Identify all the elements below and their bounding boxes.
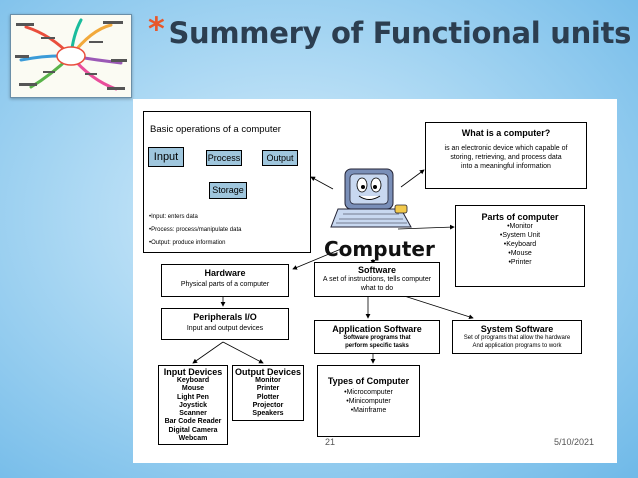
- type-item: •Mainframe: [350, 407, 387, 414]
- system-software-box: System Software Set of programs that all…: [452, 320, 582, 354]
- note-process: •Process: process/manipulate data: [149, 227, 242, 233]
- input-device-item: Scanner: [179, 410, 207, 418]
- hardware-box: Hardware Physical parts of a computer: [161, 264, 289, 297]
- type-item: •Minicomputer: [346, 398, 391, 405]
- app-software-title: Application Software: [332, 324, 422, 334]
- part-item: •Keyboard: [503, 241, 537, 248]
- sys-software-line-1: Set of programs that allow the hardware: [463, 335, 571, 341]
- output-device-item: Monitor: [255, 377, 281, 384]
- output-devices-title: Output Devices: [234, 367, 301, 377]
- input-node: Input: [148, 147, 184, 167]
- what-is-title: What is a computer?: [461, 128, 551, 138]
- part-item: •System Unit: [499, 232, 541, 239]
- input-devices-box: Input Devices Keyboard Mouse Light Pen J…: [158, 365, 228, 445]
- title-bullet: *: [148, 10, 165, 48]
- input-device-item: Bar Code Reader: [164, 418, 222, 426]
- connector-lines: [183, 153, 474, 364]
- what-is-line-3: into a meaningful information: [461, 163, 551, 170]
- what-is-computer-box: What is a computer? is an electronic dev…: [425, 122, 587, 189]
- input-devices-title: Input Devices: [163, 367, 223, 377]
- output-node: Output: [262, 150, 298, 166]
- app-software-line-2: perform specific tasks: [345, 343, 409, 350]
- basic-operations-box: Basic operations of a computer Input Pro…: [143, 111, 311, 253]
- types-of-computer-box: Types of Computer •Microcomputer •Minico…: [317, 365, 420, 437]
- output-device-item: Projector: [252, 401, 284, 409]
- basic-operations-title: Basic operations of a computer: [150, 124, 281, 135]
- hardware-text: Physical parts of a computer: [180, 281, 270, 288]
- app-software-line-1: Software programs that: [343, 335, 411, 341]
- input-device-item: Digital Camera: [168, 426, 218, 434]
- process-node: Process: [206, 150, 242, 166]
- input-device-item: Webcam: [178, 435, 208, 443]
- input-device-item: Joystick: [178, 401, 208, 409]
- application-software-box: Application Software Software programs t…: [314, 320, 440, 354]
- part-item: •Printer: [508, 259, 532, 266]
- input-device-item: Keyboard: [176, 377, 210, 384]
- part-item: •Monitor: [507, 223, 533, 230]
- note-input: •Input: enters data: [149, 214, 198, 220]
- peripherals-box: Peripherals I/O Input and output devices: [161, 308, 289, 340]
- what-is-line-1: is an electronic device which capable of: [444, 145, 568, 152]
- software-line-2: what to do: [360, 285, 394, 292]
- software-title: Software: [357, 265, 396, 275]
- note-output: •Output: produce information: [149, 240, 226, 246]
- types-title: Types of Computer: [327, 376, 410, 386]
- slide-title: *Summery of Functional units: [148, 10, 632, 54]
- storage-node: Storage: [209, 182, 247, 199]
- input-device-item: Light Pen: [177, 393, 209, 401]
- parts-title: Parts of computer: [481, 212, 559, 222]
- peripherals-title: Peripherals I/O: [193, 312, 257, 322]
- slide-date: 5/10/2021: [554, 437, 595, 447]
- computer-mascot-icon: [330, 168, 412, 228]
- mind-map-thumbnail: [10, 14, 132, 98]
- diagram-panel: Basic operations of a computer Input Pro…: [133, 99, 617, 463]
- input-device-item: Mouse: [181, 385, 205, 393]
- what-is-line-2: storing, retrieving, and process data: [450, 154, 562, 161]
- peripherals-text: Input and output devices: [186, 325, 264, 332]
- software-line-1: A set of instructions, tells computer: [322, 276, 432, 283]
- computer-label: Computer: [324, 237, 435, 261]
- part-item: •Mouse: [508, 250, 532, 257]
- slide-title-text: Summery of Functional units: [168, 16, 632, 50]
- type-item: •Microcomputer: [344, 389, 393, 396]
- sys-software-title: System Software: [480, 324, 554, 334]
- sys-software-line-2: And application programs to work: [472, 343, 562, 349]
- page-number: 21: [325, 437, 336, 447]
- parts-of-computer-box: Parts of computer •Monitor •System Unit …: [455, 205, 585, 287]
- software-box: Software A set of instructions, tells co…: [314, 262, 440, 297]
- hardware-title: Hardware: [204, 268, 246, 278]
- output-device-item: Speakers: [252, 410, 284, 418]
- output-devices-box: Output Devices Monitor Printer Plotter P…: [232, 365, 304, 421]
- output-device-item: Printer: [256, 385, 280, 393]
- output-device-item: Plotter: [256, 393, 280, 401]
